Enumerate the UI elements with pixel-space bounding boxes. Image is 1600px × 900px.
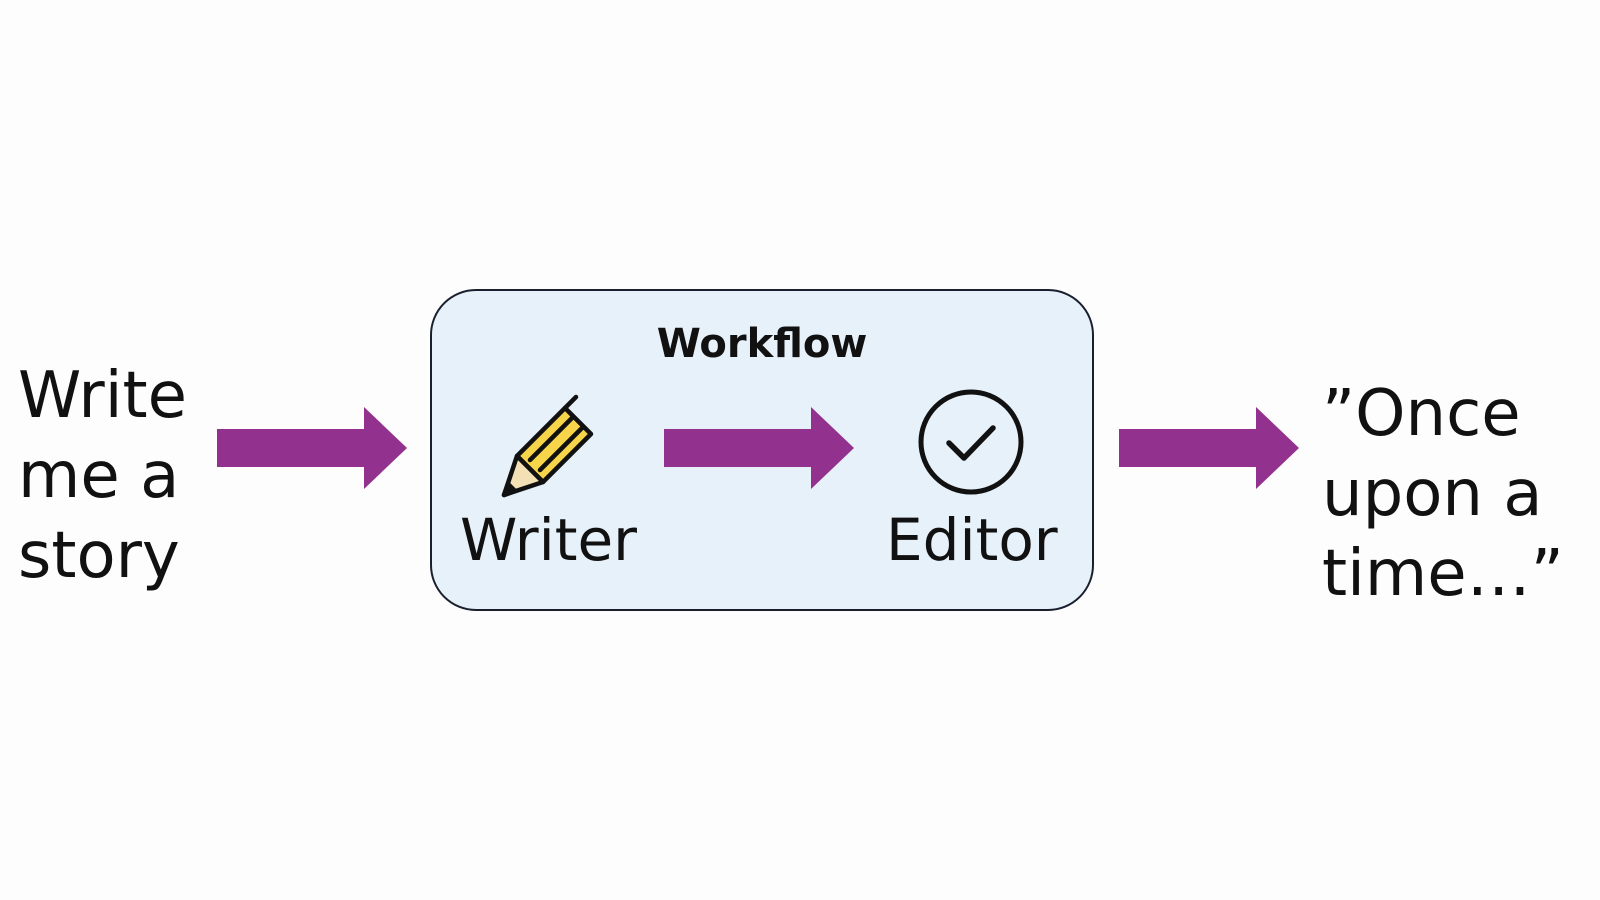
input-prompt: Write me a story <box>18 356 187 596</box>
workflow-box: Workflow Writer <box>430 289 1094 611</box>
output-story-line: ”Once <box>1322 377 1521 451</box>
input-prompt-line: story <box>18 519 180 593</box>
output-story: ”Once upon a time…” <box>1322 374 1564 614</box>
output-story-line: time…” <box>1322 537 1564 611</box>
input-prompt-line: Write <box>18 359 187 433</box>
input-prompt-line: me a <box>18 439 180 513</box>
editor-label: Editor <box>886 506 1058 574</box>
input-arrow <box>217 407 407 489</box>
pencil-icon <box>494 387 610 503</box>
check-circle-icon <box>916 387 1026 497</box>
workflow-arrow <box>664 407 854 489</box>
output-story-line: upon a <box>1322 457 1543 531</box>
output-arrow <box>1119 407 1299 489</box>
writer-label: Writer <box>460 506 637 574</box>
workflow-title: Workflow <box>656 321 868 367</box>
